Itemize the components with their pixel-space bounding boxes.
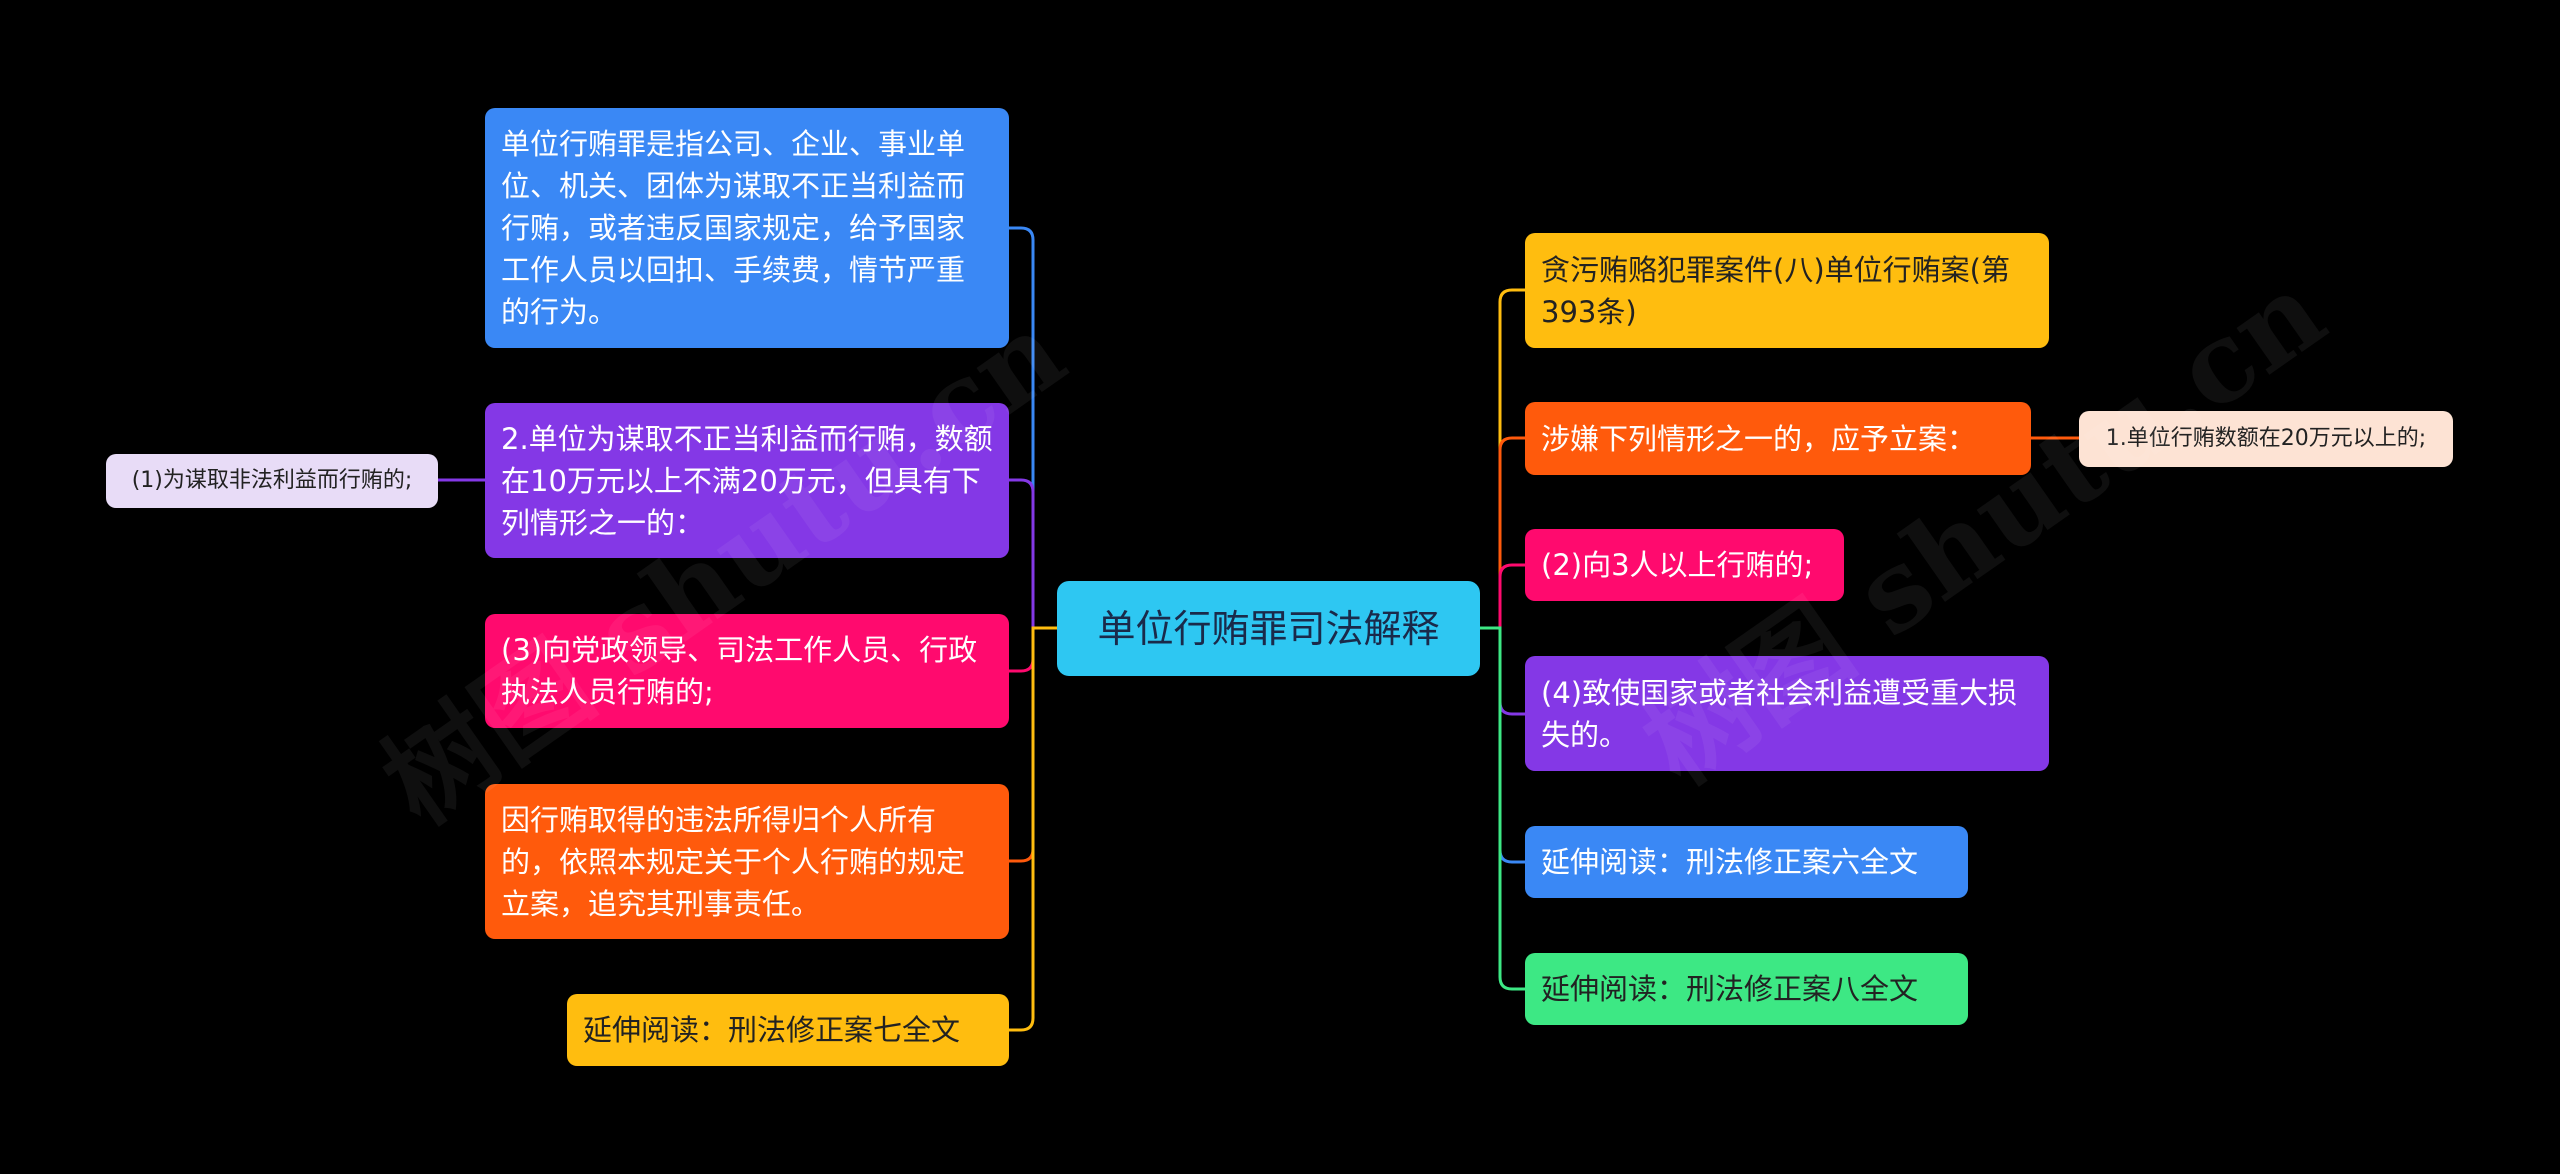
left-node-read-amendment-7[interactable]: 延伸阅读：刑法修正案七全文 <box>567 994 1009 1066</box>
left-node-personal-gain[interactable]: 因行贿取得的违法所得归个人所有的，依照本规定关于个人行贿的规定立案，追究其刑事责… <box>485 784 1009 939</box>
right-node-case-393[interactable]: 贪污贿赂犯罪案件(八)单位行贿案(第393条) <box>1525 233 2049 348</box>
right-node-read-amendment-6[interactable]: 延伸阅读：刑法修正案六全文 <box>1525 826 1968 898</box>
left-node-definition[interactable]: 单位行贿罪是指公司、企业、事业单位、机关、团体为谋取不正当利益而行贿，或者违反国… <box>485 108 1009 348</box>
left-node-amount-conditions[interactable]: 2.单位为谋取不正当利益而行贿，数额在10万元以上不满20万元，但具有下列情形之… <box>485 403 1009 558</box>
link-right-2 <box>1480 563 1525 630</box>
link-right-5 <box>1480 626 1525 991</box>
right-node-three-people[interactable]: (2)向3人以上行贿的; <box>1525 529 1844 601</box>
link-left-0 <box>1009 226 1057 630</box>
link-right-0 <box>1480 288 1525 630</box>
central-topic[interactable]: 单位行贿罪司法解释 <box>1057 581 1480 676</box>
left-node-officials[interactable]: (3)向党政领导、司法工作人员、行政执法人员行贿的; <box>485 614 1009 728</box>
right-node-major-loss[interactable]: (4)致使国家或者社会利益遭受重大损失的。 <box>1525 656 2049 771</box>
right-subnode-amount-200k[interactable]: 1.单位行贿数额在20万元以上的; <box>2079 411 2453 467</box>
link-left-1 <box>1009 478 1057 630</box>
right-node-read-amendment-8[interactable]: 延伸阅读：刑法修正案八全文 <box>1525 953 1968 1025</box>
link-right-1 <box>1480 436 1525 630</box>
left-subnode-illegal-interest[interactable]: (1)为谋取非法利益而行贿的; <box>106 454 438 508</box>
link-left-4 <box>1009 626 1057 1032</box>
right-node-filing-conditions[interactable]: 涉嫌下列情形之一的，应予立案： <box>1525 402 2031 475</box>
link-right-3 <box>1480 626 1525 716</box>
link-right-4 <box>1480 626 1525 864</box>
